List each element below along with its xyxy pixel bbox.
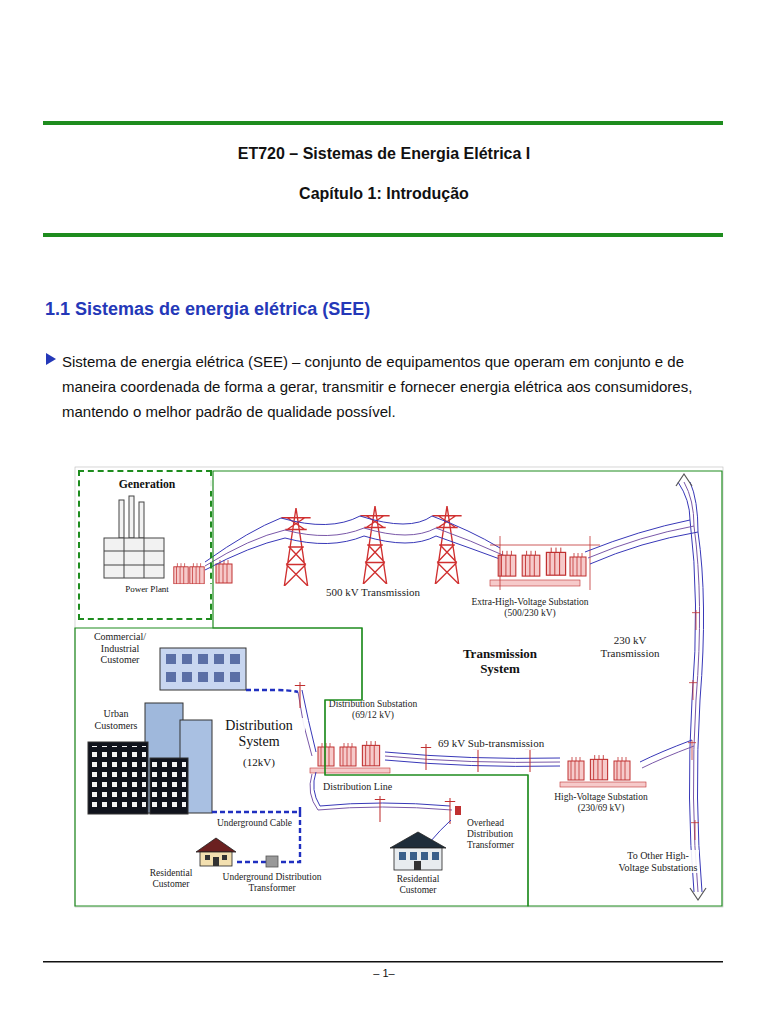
node-heading: Transmission System — [445, 647, 555, 677]
region-border — [75, 628, 528, 906]
customer-label: Residential Customer — [383, 874, 453, 896]
page-number: – 1– — [0, 967, 768, 979]
substation-label: High-Voltage Substation (230/69 kV) — [552, 792, 650, 814]
customer-label: Urban Customers — [89, 708, 143, 731]
node-heading: Distribution System — [213, 718, 305, 750]
region-border — [213, 471, 722, 906]
customer-label: Residential Customer — [137, 868, 205, 890]
bullet-text: Sistema de energia elétrica (SEE) – conj… — [62, 349, 727, 424]
line-label: 230 kV Transmission — [599, 634, 661, 659]
line-label: 500 kV Transmission — [325, 586, 421, 599]
node-text: Power Plant — [80, 584, 214, 594]
cable-label: Underground Cable — [216, 818, 293, 829]
node-text: (12kV) — [213, 756, 305, 769]
region-outline — [213, 471, 722, 906]
distribution-region: Distribution System (12kV) — [75, 628, 528, 906]
section-heading: 1.1 Sistemas de energia elétrica (SEE) — [45, 299, 725, 320]
substation-label: Extra-High-Voltage Substation (500/230 k… — [465, 597, 595, 619]
transformer-label: Overhead Distribution Transformer — [466, 818, 528, 851]
transmission-region: Transmission System — [213, 471, 722, 906]
page-title: ET720 – Sistemas de Energia Elétrica I — [0, 145, 768, 163]
node-heading: Generation — [80, 478, 214, 491]
chapter-title: Capítulo 1: Introdução — [0, 185, 768, 203]
arrow-note: To Other High-Voltage Substations — [617, 850, 699, 873]
customer-label: Commercial/ Industrial Customer — [83, 631, 157, 666]
line-label: Distribution Line — [322, 781, 393, 793]
substation-label: Distribution Substation (69/12 kV) — [327, 699, 419, 721]
transformer-label: Underground Distribution Transformer — [221, 872, 323, 894]
generation-box: GenerationPower Plant — [78, 470, 212, 620]
line-label: 69 kV Sub-transmission — [437, 737, 545, 750]
